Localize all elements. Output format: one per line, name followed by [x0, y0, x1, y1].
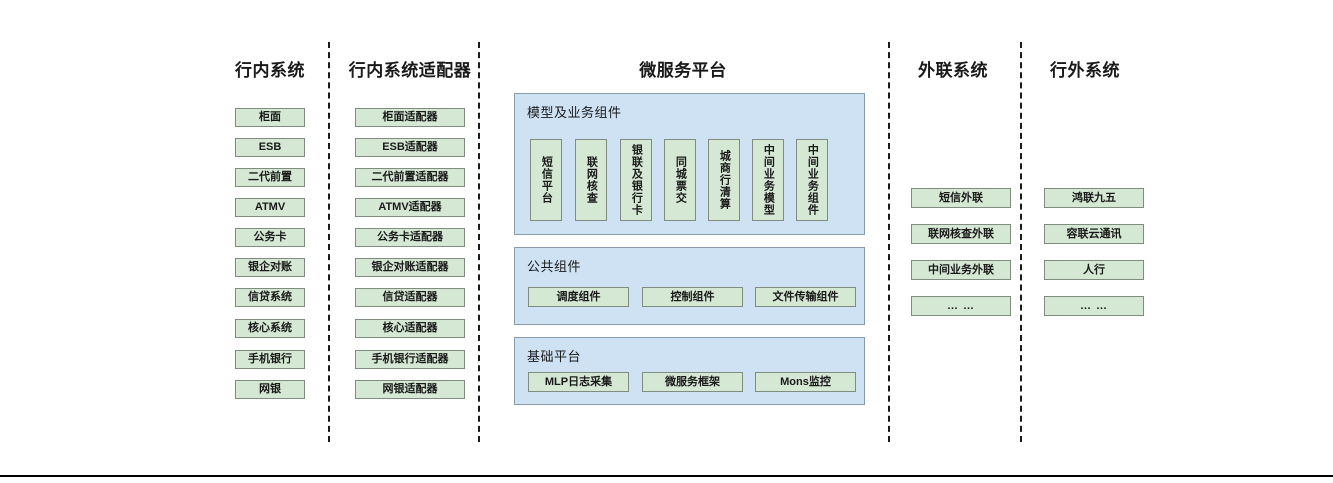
node-in-bank-system[interactable]: ATMV: [235, 198, 305, 217]
node-base-platform-component[interactable]: Mons监控: [755, 372, 856, 392]
page-bottom-rule: [0, 475, 1333, 477]
node-in-bank-adapter[interactable]: ESB适配器: [355, 138, 465, 157]
panel-public-components: 公共组件: [514, 247, 865, 325]
column-title-external-link-systems: 外联系统: [918, 61, 988, 80]
divider-after-in-bank-adapters: [478, 42, 480, 442]
node-base-platform-component[interactable]: 微服务框架: [642, 372, 743, 392]
node-in-bank-adapter[interactable]: 核心适配器: [355, 319, 465, 338]
node-in-bank-system[interactable]: 银企对账: [235, 258, 305, 277]
node-in-bank-system[interactable]: 公务卡: [235, 228, 305, 247]
node-in-bank-system[interactable]: 信贷系统: [235, 288, 305, 307]
node-in-bank-adapter[interactable]: 信贷适配器: [355, 288, 465, 307]
node-in-bank-adapter[interactable]: 手机银行适配器: [355, 350, 465, 369]
node-public-component[interactable]: 控制组件: [642, 287, 743, 307]
node-in-bank-system[interactable]: 柜面: [235, 108, 305, 127]
node-model-component[interactable]: 联网核查: [575, 139, 607, 221]
node-in-bank-system[interactable]: ESB: [235, 138, 305, 157]
node-external-link-system[interactable]: 联网核查外联: [911, 224, 1011, 244]
node-in-bank-adapter[interactable]: ATMV适配器: [355, 198, 465, 217]
panel-base-platform: 基础平台: [514, 337, 865, 405]
node-base-platform-component[interactable]: MLP日志采集: [528, 372, 629, 392]
node-public-component[interactable]: 文件传输组件: [755, 287, 856, 307]
panel-title-model-business-components: 模型及业务组件: [527, 105, 622, 120]
node-external-link-system[interactable]: 短信外联: [911, 188, 1011, 208]
node-model-component[interactable]: 短信平台: [530, 139, 562, 221]
node-model-component[interactable]: 同城票交: [664, 139, 696, 221]
node-out-of-bank-system[interactable]: 鸿联九五: [1044, 188, 1144, 208]
node-out-of-bank-system-more[interactable]: … …: [1044, 296, 1144, 316]
node-model-component[interactable]: 中间业务组件: [796, 139, 828, 221]
divider-after-microservice-platform: [888, 42, 890, 442]
node-in-bank-adapter[interactable]: 二代前置适配器: [355, 168, 465, 187]
node-out-of-bank-system[interactable]: 容联云通讯: [1044, 224, 1144, 244]
node-in-bank-system[interactable]: 核心系统: [235, 319, 305, 338]
divider-after-external-link-systems: [1020, 42, 1022, 442]
node-in-bank-adapter[interactable]: 网银适配器: [355, 380, 465, 399]
column-title-out-of-bank-systems: 行外系统: [1050, 61, 1120, 80]
panel-title-public-components: 公共组件: [527, 259, 582, 274]
node-external-link-system[interactable]: 中间业务外联: [911, 260, 1011, 280]
node-public-component[interactable]: 调度组件: [528, 287, 629, 307]
panel-title-base-platform: 基础平台: [527, 349, 582, 364]
node-model-component[interactable]: 中间业务模型: [752, 139, 784, 221]
column-title-microservice-platform: 微服务平台: [639, 61, 727, 80]
node-in-bank-system[interactable]: 二代前置: [235, 168, 305, 187]
node-in-bank-system[interactable]: 手机银行: [235, 350, 305, 369]
node-in-bank-adapter[interactable]: 银企对账适配器: [355, 258, 465, 277]
column-title-in-bank-systems: 行内系统: [235, 61, 305, 80]
node-in-bank-system[interactable]: 网银: [235, 380, 305, 399]
node-external-link-system-more[interactable]: … …: [911, 296, 1011, 316]
node-model-component[interactable]: 银联及银行卡: [620, 139, 652, 221]
node-model-component[interactable]: 城商行清算: [708, 139, 740, 221]
node-in-bank-adapter[interactable]: 公务卡适配器: [355, 228, 465, 247]
divider-after-in-bank-systems: [328, 42, 330, 442]
column-title-in-bank-adapters: 行内系统适配器: [348, 61, 472, 80]
node-in-bank-adapter[interactable]: 柜面适配器: [355, 108, 465, 127]
node-out-of-bank-system[interactable]: 人行: [1044, 260, 1144, 280]
